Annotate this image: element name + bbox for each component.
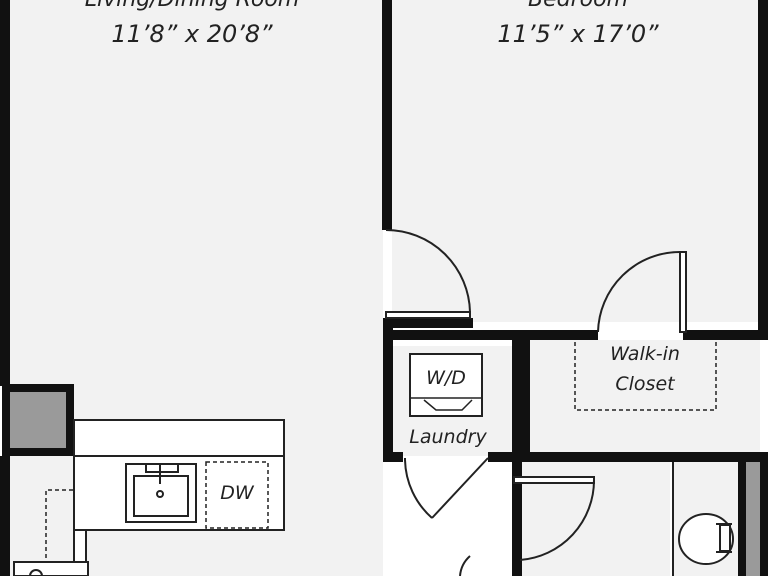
bedroom-floor [392, 0, 760, 322]
washer-dryer-label: W/D [426, 367, 466, 389]
closet-label-line1: Walk-in [610, 343, 680, 365]
laundry-door-panel [431, 457, 489, 519]
bedroom-name: Bedroom [528, 0, 628, 12]
bedroom-right-wall [758, 0, 768, 340]
living-left-wall-lower [0, 456, 10, 576]
laundry-label: Laundry [409, 426, 487, 448]
laundry-bottom-wall-left [383, 452, 403, 462]
kitchen-sink [125, 463, 197, 523]
laundry-bottom-wall-right [488, 452, 522, 462]
bedroom-door[interactable] [385, 229, 471, 319]
dishwasher [205, 461, 269, 529]
living-room-name: Living/Dining Room [85, 0, 299, 12]
bathroom-wall-fill [746, 462, 760, 576]
range [13, 561, 89, 576]
bedroom-door-swing [385, 229, 471, 313]
closet-bottom-wall [520, 452, 768, 462]
hall-door-swing [519, 479, 596, 561]
closet-door-swing [597, 251, 681, 333]
closet-left-wall [520, 338, 530, 462]
bedroom-door-panel [385, 311, 471, 319]
living-room-dimensions: 11’8” x 20’8” [111, 20, 273, 48]
closet-floor [530, 340, 760, 455]
pantry-door-swing [459, 555, 471, 576]
bedroom-dimensions: 11’5” x 17’0” [497, 20, 659, 48]
closet-door[interactable] [597, 251, 687, 333]
dishwasher-label: DW [220, 482, 255, 504]
laundry-door-swing [404, 459, 433, 519]
closet-label-line2: Closet [615, 373, 676, 395]
washer-dryer [409, 353, 483, 417]
laundry-left-wall [383, 318, 393, 460]
center-wall-upper [382, 0, 392, 230]
bedroom-bottom-wall-right [683, 330, 768, 340]
bedroom-bottom-wall [383, 318, 473, 328]
living-left-wall [0, 0, 10, 386]
bathroom-sink [678, 513, 734, 565]
range-burner [29, 569, 43, 576]
bedroom-bottom-wall-mid [383, 330, 598, 340]
structural-column-fill [10, 392, 66, 448]
bathroom-partition [672, 462, 674, 576]
hall-door-panel [513, 476, 595, 484]
hall-door[interactable] [513, 476, 596, 561]
laundry-door[interactable] [404, 457, 489, 519]
kitchen-dashed-line [45, 470, 75, 576]
closet-door-panel [679, 251, 687, 333]
